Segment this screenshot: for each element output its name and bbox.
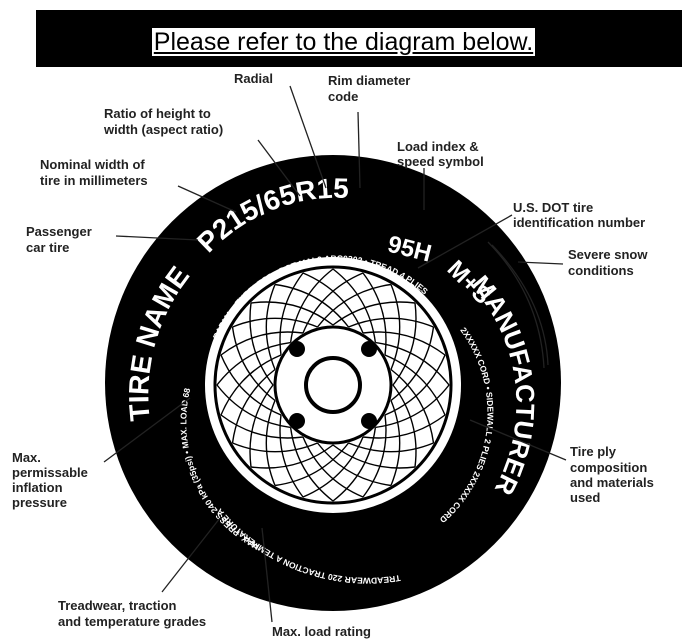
label-rim-diameter-1: Rim diameter xyxy=(328,73,410,88)
lug-nut xyxy=(361,341,377,357)
label-max-load: Max. load rating xyxy=(272,624,371,639)
center-bore xyxy=(306,358,360,412)
label-max-inflation-4: pressure xyxy=(12,495,67,510)
label-rim-diameter-2: code xyxy=(328,89,358,104)
lug-nut xyxy=(289,413,305,429)
label-snow-2: conditions xyxy=(568,263,634,278)
label-load-index-2: speed symbol xyxy=(397,154,484,169)
label-dot-1: U.S. DOT tire xyxy=(513,200,593,215)
label-passenger-1: Passenger xyxy=(26,224,92,239)
label-aspect-ratio-1: Ratio of height to xyxy=(104,106,211,121)
label-treadwear-2: and temperature grades xyxy=(58,614,206,629)
label-max-inflation-3: inflation xyxy=(12,480,63,495)
label-ply-4: used xyxy=(570,490,600,505)
label-ply-3: and materials xyxy=(570,475,654,490)
label-nominal-width-1: Nominal width of xyxy=(40,157,145,172)
label-dot-2: identification number xyxy=(513,215,645,230)
label-nominal-width-2: tire in millimeters xyxy=(40,173,148,188)
label-radial: Radial xyxy=(234,71,273,86)
lug-nut xyxy=(289,341,305,357)
label-ply-1: Tire ply xyxy=(570,444,617,459)
label-snow-1: Severe snow xyxy=(568,247,648,262)
label-aspect-ratio-2: width (aspect ratio) xyxy=(103,122,223,137)
label-passenger-2: car tire xyxy=(26,240,69,255)
label-treadwear-1: Treadwear, traction xyxy=(58,598,177,613)
label-max-inflation-1: Max. xyxy=(12,450,41,465)
lug-nut xyxy=(361,413,377,429)
label-load-index-1: Load index & xyxy=(397,139,479,154)
label-ply-2: composition xyxy=(570,460,647,475)
label-max-inflation-2: permissable xyxy=(12,465,88,480)
